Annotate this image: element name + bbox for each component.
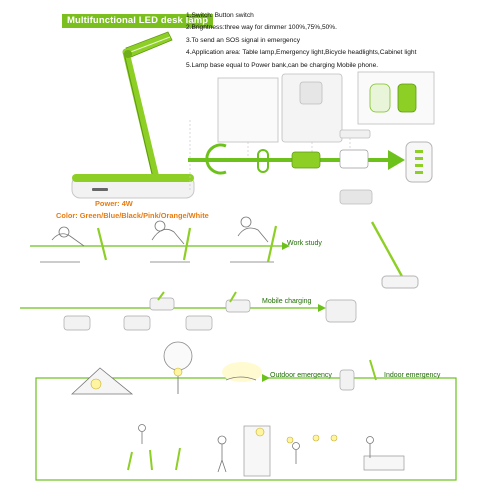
scene-label-indoor-emergency: Indoor emergency (384, 372, 441, 379)
scene-label-work-study: Work study (287, 240, 322, 247)
power-bank-image (405, 141, 433, 183)
feature-item: 5.Lamp base equal to Power bank,can be c… (186, 61, 379, 69)
charging-diagram (217, 71, 435, 205)
feature-list: 1.Switch: Button switch 2.Brightness:thr… (186, 10, 416, 72)
work-study-scene (30, 216, 419, 289)
desk-lamp-image (71, 31, 195, 199)
emergency-scene (35, 341, 457, 481)
feature-item: 2.Brightness:three way for dimmer 100%,7… (186, 24, 337, 32)
scene-label-outdoor-emergency: Outdoor emergency (270, 372, 332, 379)
power-spec: Power: 4W (95, 199, 133, 208)
scene-label-mobile-charging: Mobile charging (262, 298, 312, 305)
color-spec: Color: Green/Blue/Black/Pink/Orange/Whit… (56, 211, 209, 220)
flow-arrow (188, 143, 405, 175)
feature-item: 1.Switch: Button switch (186, 12, 254, 19)
mobile-charging-scene (20, 291, 357, 331)
feature-item: 3.To send an SOS signal in emergency (186, 36, 300, 44)
page-title: Multifunctional LED desk lamp (62, 14, 214, 28)
feature-item: 4.Application area: Table lamp,Emergency… (186, 49, 417, 57)
